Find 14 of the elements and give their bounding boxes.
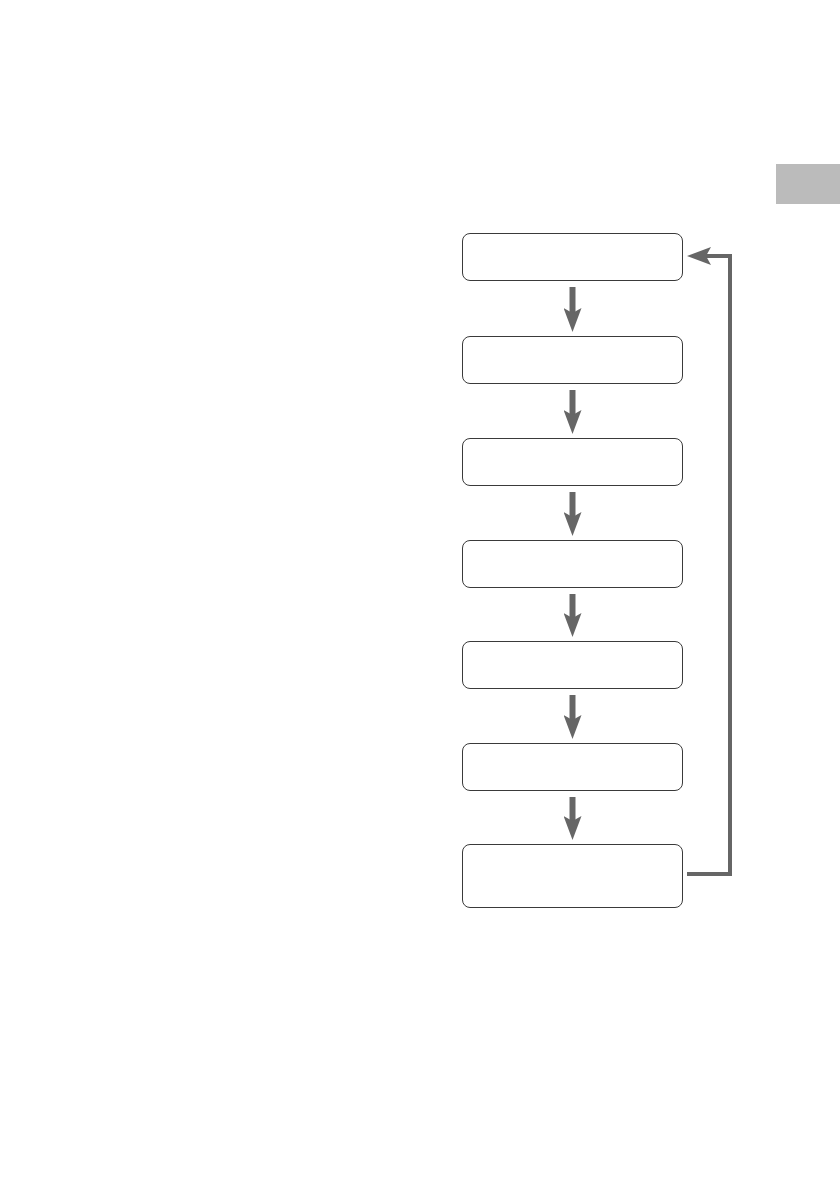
arrow: [563, 594, 582, 637]
process-box: [462, 540, 683, 588]
process-box: [462, 233, 683, 281]
arrow: [563, 695, 582, 739]
process-box: [462, 844, 683, 908]
process-box: [462, 743, 683, 791]
arrow: [563, 797, 582, 840]
arrow: [563, 390, 582, 434]
process-box: [462, 641, 683, 689]
process-box: [462, 336, 683, 384]
arrow: [563, 492, 582, 536]
process-box: [462, 438, 683, 486]
arrow: [687, 247, 732, 876]
arrow: [563, 287, 582, 332]
